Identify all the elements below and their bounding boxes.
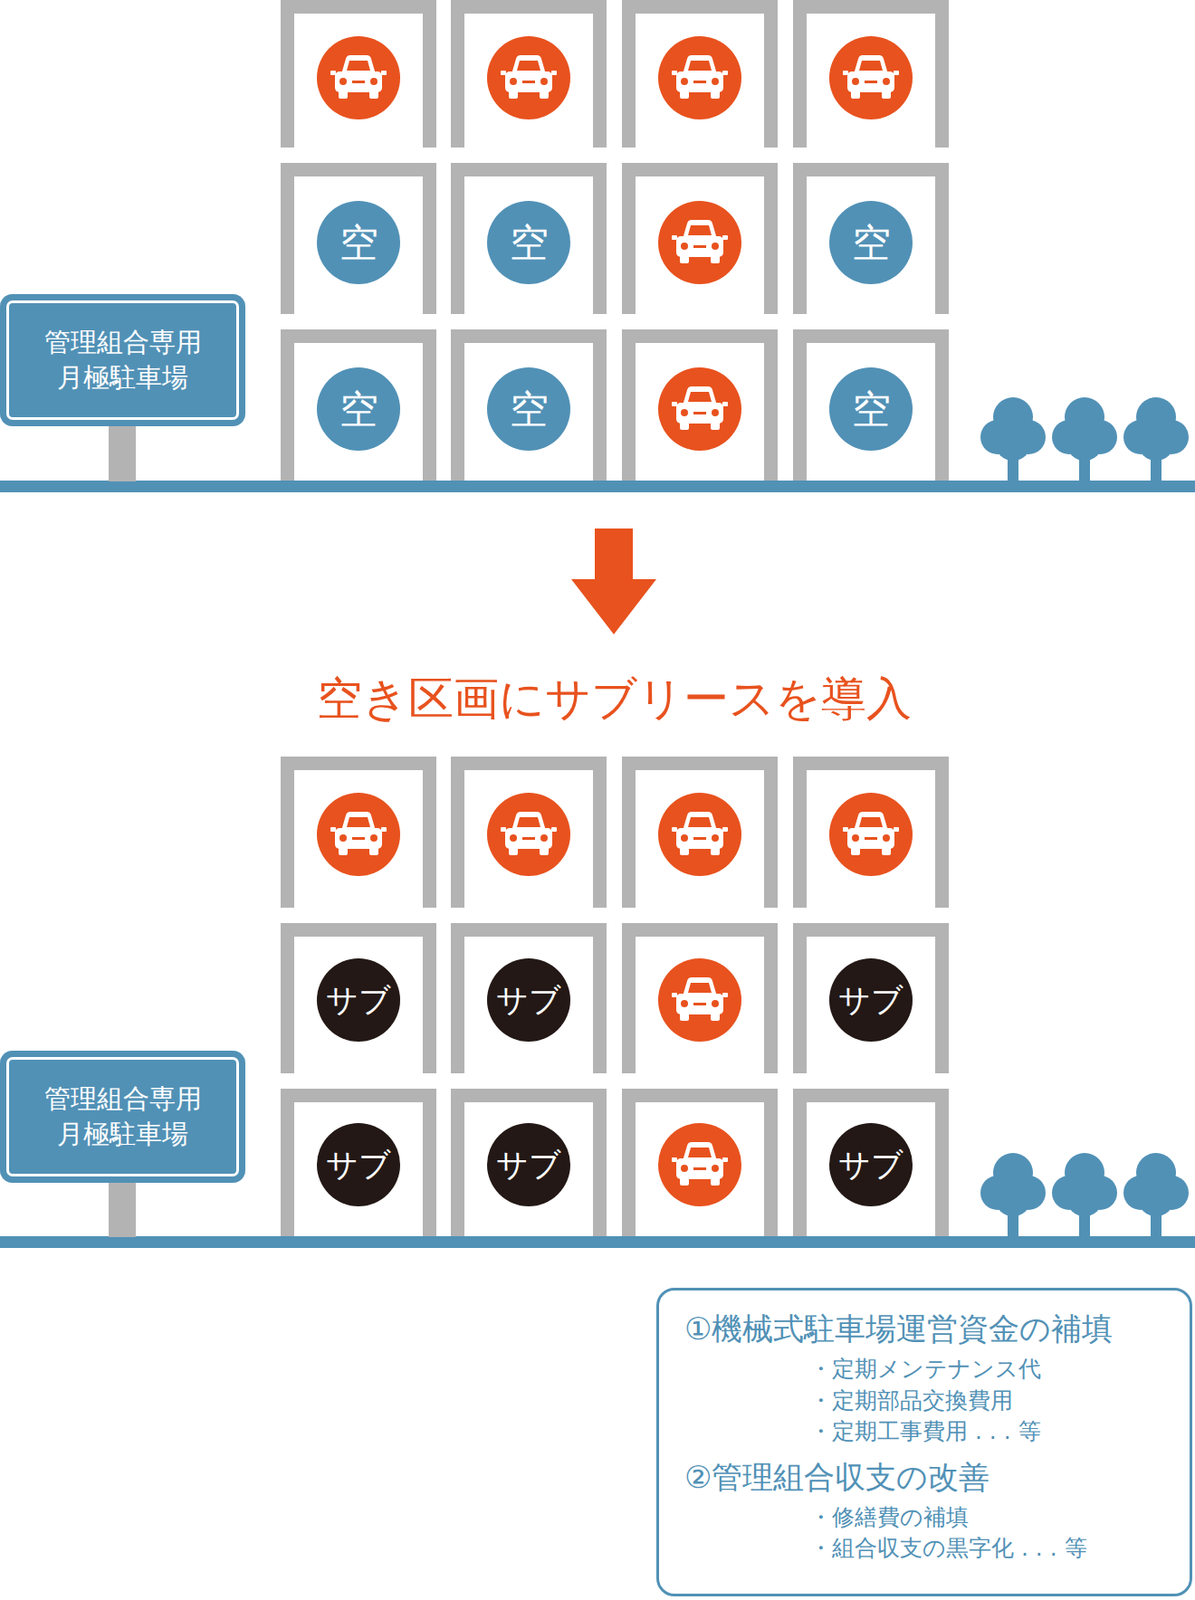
sign-post: [108, 425, 136, 482]
parking-frame: [450, 756, 607, 909]
parking-frame: [450, 923, 607, 1074]
parking-frame: [621, 1089, 778, 1237]
vacant-circle: 空: [316, 367, 401, 451]
down-arrow: [571, 528, 657, 635]
sublease-circle: サブ: [487, 1123, 571, 1207]
car-icon: [316, 793, 401, 877]
parking-frames: [280, 0, 949, 1237]
parking-frame: [280, 923, 437, 1074]
parking-frame: [280, 329, 437, 481]
list-item: ・定期メンテナンス代: [809, 1354, 1177, 1387]
headline: 空き区画にサブリースを導入: [316, 671, 912, 727]
ground-line: [0, 480, 1195, 493]
trees: [980, 397, 1189, 1237]
car-icon: [658, 367, 742, 451]
parking-sign: 管理組合専用 月極駐車場: [0, 1051, 246, 1184]
vacant-circle: 空: [829, 367, 913, 451]
parking-frame: [450, 162, 607, 315]
vacant-circle: 空: [487, 200, 571, 285]
sign-post: [108, 1182, 136, 1238]
section-heading: ①機械式駐車場運営資金の補填: [684, 1309, 1177, 1349]
sublease-circle: サブ: [829, 1123, 913, 1207]
car-icon: [658, 36, 742, 120]
parking-sign: 管理組合専用 月極駐車場: [0, 294, 246, 427]
car-icon: [658, 958, 742, 1043]
circle-label: 空: [339, 223, 379, 263]
parking-frame: [793, 1089, 949, 1237]
circle-label: 空: [851, 223, 891, 263]
parking-frame: [280, 1089, 437, 1237]
parking-frame: [450, 329, 607, 481]
car-icon: [316, 36, 401, 120]
circle-label: 空: [851, 390, 891, 430]
parking-frame: [793, 923, 949, 1074]
sublease-circle: サブ: [829, 958, 913, 1043]
sublease-circle: サブ: [316, 1123, 401, 1207]
car-icons: [316, 36, 913, 1207]
sublease-circle: サブ: [487, 958, 571, 1043]
list-item: ・定期工事費用 . . . 等: [809, 1416, 1177, 1449]
circle-label: 空: [509, 390, 549, 430]
circle-label: サブ: [838, 1149, 904, 1182]
section-heading: ②管理組合収支の改善: [684, 1457, 1177, 1498]
car-icon: [658, 793, 742, 877]
parking-frame: [450, 1089, 607, 1237]
parking-frame: [621, 923, 778, 1074]
parking-frame: [793, 0, 949, 148]
parking-frame: [280, 756, 437, 909]
list-item: ・修繕費の補填: [809, 1502, 1177, 1535]
vacant-circle: 空: [316, 200, 401, 285]
parking-frame: [793, 329, 949, 481]
list-item: ・定期部品交換費用: [809, 1386, 1177, 1418]
parking-frame: [621, 329, 778, 481]
circle-label: サブ: [325, 984, 392, 1017]
circle-label: サブ: [496, 1149, 562, 1182]
sign-text: 管理組合専用 月極駐車場: [12, 1081, 233, 1153]
circle-label: サブ: [325, 1149, 392, 1182]
car-icon: [658, 1123, 742, 1207]
parking-frame: [621, 756, 778, 909]
ground-line: [0, 1236, 1195, 1249]
sign-text: 管理組合専用 月極駐車場: [12, 325, 233, 396]
car-icon: [829, 793, 913, 877]
circle-label: 空: [339, 390, 379, 430]
circle-label: サブ: [838, 984, 904, 1017]
parking-frame: [280, 0, 437, 148]
circle-label: サブ: [496, 984, 562, 1017]
parking-frame: [621, 162, 778, 315]
list-item: ・組合収支の黒字化 . . . 等: [809, 1533, 1177, 1566]
car-icon: [487, 793, 571, 877]
benefit-box: ①機械式駐車場運営資金の補填・定期メンテナンス代・定期部品交換費用・定期工事費用…: [656, 1288, 1193, 1597]
parking-frame: [793, 162, 949, 315]
car-icon: [487, 36, 571, 120]
car-icon: [658, 200, 742, 285]
parking-frame: [450, 0, 607, 148]
sublease-circle: サブ: [316, 958, 401, 1043]
vacant-circle: 空: [487, 367, 571, 451]
parking-frame: [793, 756, 949, 909]
parking-frame: [280, 162, 437, 315]
vacant-circle: 空: [829, 200, 913, 285]
parking-frame: [621, 0, 778, 148]
circle-label: 空: [509, 223, 549, 263]
car-icon: [829, 36, 913, 120]
